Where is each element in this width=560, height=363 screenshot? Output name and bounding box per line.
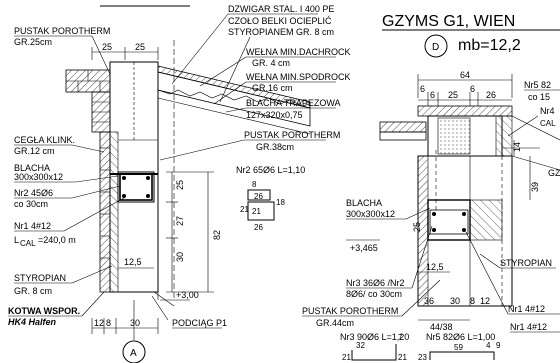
label-kotwa-sub: HK4 Halfen bbox=[8, 317, 57, 327]
label-pustak-porotherm: PUSTAK POROTHERM bbox=[14, 26, 110, 36]
rdim-36: 36 bbox=[424, 296, 434, 306]
label-podciag: PODCIĄG P1 bbox=[172, 318, 227, 328]
label-styropianem: STYROPIANEM GR. 8 cm bbox=[228, 27, 334, 37]
bend-4: 4 bbox=[486, 341, 491, 350]
r-label-blacha: BLACHA bbox=[346, 198, 382, 208]
r-label-nr4: Nr4 bbox=[540, 106, 555, 116]
stirrup-18: 18 bbox=[276, 198, 285, 207]
label-styropian: STYROPIAN bbox=[14, 273, 66, 283]
label-pustak2-gr: GR.38cm bbox=[256, 142, 294, 152]
label-blacha-trap-dim: 127x320x0,75 bbox=[246, 110, 303, 120]
label-styropian-gr: GR. 8 cm bbox=[14, 286, 52, 296]
bend-32: 32 bbox=[356, 341, 365, 350]
rdim-26: 26 bbox=[486, 90, 496, 100]
lintel-block bbox=[117, 171, 155, 203]
r-label-pustak: PUSTAK POROTHERM bbox=[302, 306, 398, 316]
dim-25a: 25 bbox=[102, 42, 112, 52]
rdim-12-5: 12,5 bbox=[426, 262, 444, 272]
label-welna-spod-gr: GR.16 cm bbox=[252, 83, 293, 93]
stirrup-26b: 26 bbox=[254, 223, 263, 232]
label-mb: mb=12,2 bbox=[458, 37, 521, 54]
dim-v30: 30 bbox=[175, 252, 185, 262]
stirrup-8: 8 bbox=[252, 180, 257, 189]
section-d-marker bbox=[424, 34, 448, 58]
r-label-nr4-cal: CAL bbox=[540, 119, 556, 128]
dim-v82: 82 bbox=[212, 230, 222, 240]
dim-8: 8 bbox=[106, 318, 111, 328]
stirrup-26: 26 bbox=[254, 192, 263, 201]
stirrup-21: 21 bbox=[240, 205, 249, 214]
brick-facing bbox=[99, 131, 111, 293]
rdim-64: 64 bbox=[460, 70, 470, 80]
label-nr1-cal: CAL bbox=[20, 239, 36, 248]
rdim-6a: 6 bbox=[420, 84, 425, 94]
label-czolo: CZOŁO BELKI OCIEPLIĆ bbox=[228, 16, 332, 26]
r-label-nr1a: Nr1 4#12 bbox=[508, 304, 545, 314]
rdim-30: 30 bbox=[450, 296, 460, 306]
rdim-6b: 6 bbox=[430, 90, 435, 100]
r-label-nr3-co: 8Ø6/ co 30cm bbox=[346, 289, 402, 299]
section-d-label: D bbox=[432, 42, 439, 53]
label-nr1: Nr1 4#12 bbox=[14, 221, 51, 231]
label-nr1-l: L bbox=[14, 235, 19, 245]
styropian-strip bbox=[109, 131, 119, 293]
dim-30: 30 bbox=[130, 318, 140, 328]
bend-59: 59 bbox=[454, 343, 463, 352]
section-a-marker bbox=[122, 340, 146, 363]
rdim-39: 39 bbox=[530, 182, 540, 192]
label-kotwa: KOTWA WSPOR. bbox=[8, 306, 80, 316]
label-cegla-gr: GR.12 cm bbox=[14, 146, 55, 156]
label-blacha-trap: BLACHA TRAPEZOWA bbox=[246, 98, 341, 108]
r-label-level: +3,465 bbox=[350, 243, 378, 253]
rdim-12: 12 bbox=[480, 296, 490, 306]
rdim-6c: 6 bbox=[470, 84, 475, 94]
label-nr2: Nr2 45Ø6 bbox=[14, 188, 53, 198]
bend-9: 9 bbox=[496, 341, 501, 350]
label-blacha-dim: 300x300x12 bbox=[14, 172, 63, 182]
rdim-14: 14 bbox=[512, 142, 522, 152]
rdim-25: 25 bbox=[448, 90, 458, 100]
r-label-pustak-gr: GR.44cm bbox=[316, 318, 354, 328]
label-level-left: +3,00 bbox=[176, 290, 199, 300]
label-nr1-len: =240,0 m bbox=[38, 235, 76, 245]
rdim-25v: 25 bbox=[412, 222, 422, 232]
bend-7: 7 bbox=[398, 333, 403, 342]
label-blacha: BLACHA bbox=[14, 163, 50, 173]
label-welna-dach: WEŁNA MIN.DACHROCK bbox=[246, 47, 351, 57]
r-label-gz: GZ bbox=[548, 168, 560, 178]
label-welna-spod: WEŁNA MIN.SPODROCK bbox=[246, 72, 351, 82]
r-label-nr5-bottom: Nr5 82Ø6 L=1,00 bbox=[426, 332, 495, 342]
r-label-styropian: STYROPIAN bbox=[500, 258, 552, 268]
label-welna-dach-gr: GR. 4 cm bbox=[252, 58, 290, 68]
dim-v27: 27 bbox=[175, 216, 185, 226]
r-label-nr3-bottom: Nr3 90Ø6 L=1,20 bbox=[340, 332, 409, 342]
section-a-label: A bbox=[130, 348, 137, 359]
r-label-nr5: Nr5 82 bbox=[524, 80, 551, 90]
rdim-8: 8 bbox=[470, 296, 475, 306]
rdim-44: 44/38 bbox=[430, 322, 453, 332]
stirrup-21b: 21 bbox=[252, 207, 261, 216]
label-dzwigar: DZWIGAR STAL. I 400 PE bbox=[228, 4, 334, 14]
r-label-nr5-co: co 15 bbox=[528, 92, 550, 102]
dim-12-5: 12,5 bbox=[124, 257, 142, 267]
bend-23: 23 bbox=[418, 353, 427, 362]
bend-21: 21 bbox=[342, 353, 351, 362]
r-label-nr3: Nr3 36Ø6 /Nr2 bbox=[346, 278, 405, 288]
dim-12: 12 bbox=[94, 318, 104, 328]
label-pustak-gr: GR.25cm bbox=[14, 37, 52, 47]
title-gzyms: GZYMS G1, WIEN bbox=[382, 13, 515, 30]
dim-v25: 25 bbox=[175, 180, 185, 190]
bend-21b: 21 bbox=[398, 353, 407, 362]
label-nr2-co: co 30cm bbox=[14, 199, 48, 209]
dim-25b: 25 bbox=[135, 42, 145, 52]
label-cegla: CEGŁA KLINK. bbox=[14, 135, 75, 145]
r-label-blacha-dim: 300x300x12 bbox=[346, 209, 395, 219]
label-pustak2: PUSTAK POROTHERM bbox=[244, 130, 340, 140]
r-label-nr1b: Nr1 4#12 bbox=[510, 322, 547, 332]
label-nr2-65: Nr2 65Ø6 L=1,10 bbox=[236, 165, 305, 175]
